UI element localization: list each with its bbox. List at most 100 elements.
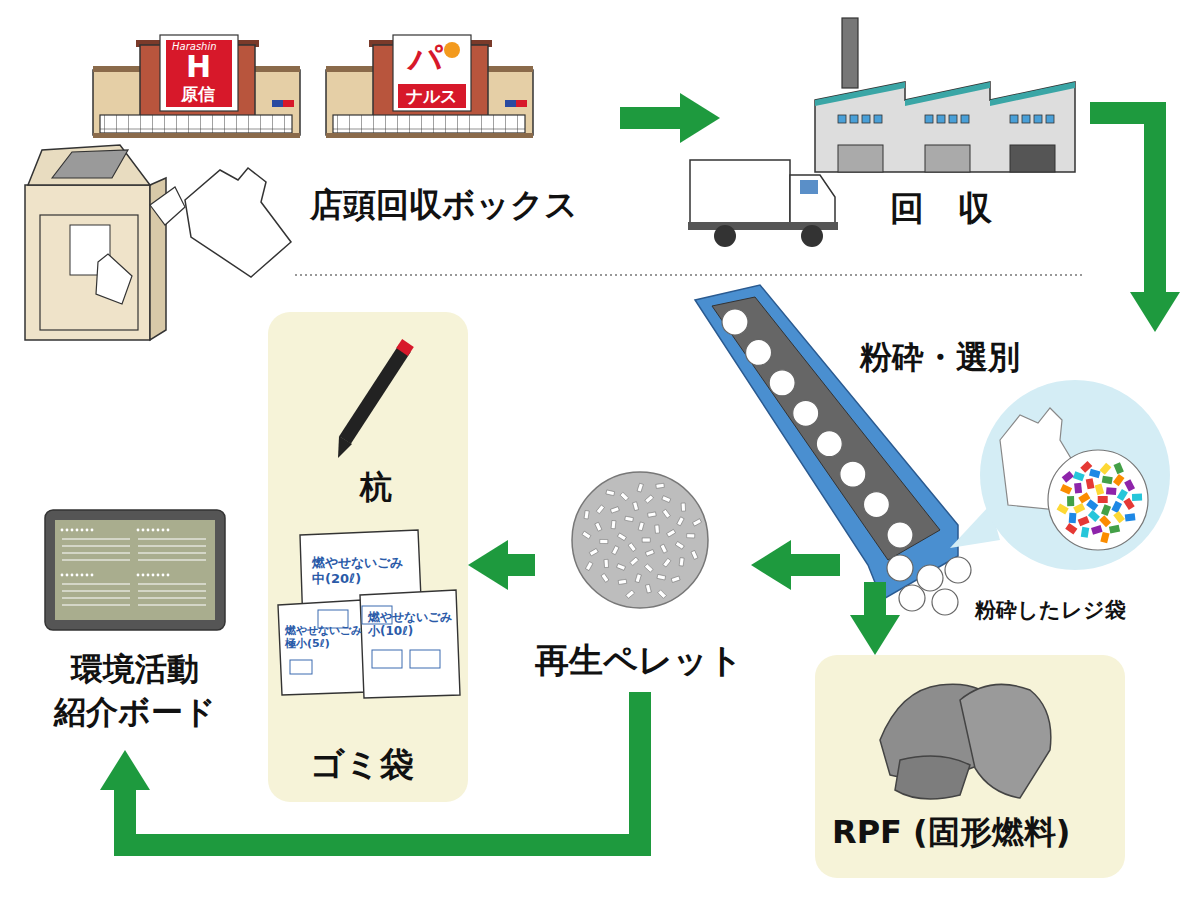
factory: [925, 115, 933, 123]
flow-arrow: [864, 582, 886, 617]
conveyor: [816, 431, 842, 457]
info-board: [61, 574, 64, 577]
stage-box: 店頭回収ボックス: [20, 30, 620, 348]
factory: [838, 115, 846, 123]
pellet-pile: [638, 522, 644, 531]
store-building: [398, 84, 466, 108]
flow-arrow: [506, 554, 535, 576]
pellet-pile: [667, 529, 676, 537]
factory: [874, 115, 882, 123]
pellet-pile: [625, 516, 634, 521]
callout-bubble: [1088, 510, 1100, 522]
truck: [800, 180, 818, 194]
callout-bubble: [1074, 483, 1082, 494]
pellet-pile: [582, 483, 701, 598]
node-label: 杭: [360, 468, 392, 506]
info-board: [62, 552, 130, 553]
stake: [338, 436, 352, 458]
conveyor: [887, 555, 913, 581]
pellet-pile: [572, 472, 708, 608]
pellet-pile: [663, 558, 671, 567]
info-board: [91, 529, 94, 532]
callout-bubble: [1086, 478, 1095, 489]
info-board: [66, 529, 69, 532]
garbage-bag: [278, 600, 368, 695]
info-board: [55, 520, 215, 620]
flow-arrow: [789, 554, 840, 576]
info-board: [142, 574, 145, 577]
callout-bubble: [1113, 474, 1125, 486]
pellet-pile: [611, 520, 616, 528]
garbage-bag: [372, 650, 402, 668]
conveyor: [722, 309, 748, 335]
factory: [949, 115, 957, 123]
garbage-bag: [290, 660, 312, 674]
callout-bubble: [1132, 494, 1142, 501]
callout-bubble: [1113, 511, 1125, 523]
pellet-pile: [662, 509, 670, 518]
pellet-pile: [606, 490, 615, 496]
pellet-pile: [626, 590, 635, 598]
factory: [842, 18, 858, 88]
collection-box: [52, 150, 128, 178]
conveyor: [695, 285, 971, 615]
panel-fill: [815, 655, 1125, 878]
callout-bubble: [1065, 523, 1077, 534]
stake: [345, 348, 405, 440]
callout-bubble: [1101, 504, 1111, 516]
factory: [838, 115, 1054, 123]
pellet-pile: [645, 495, 654, 503]
collection-box: [25, 185, 150, 340]
info-board: [138, 538, 206, 539]
pellet-pile: [658, 590, 666, 598]
info-board: [81, 574, 84, 577]
pellet-pile: [600, 539, 608, 543]
pellet-pile: [693, 519, 702, 526]
pellet-pile: [691, 550, 698, 559]
conveyor: [945, 557, 971, 583]
store-building: [393, 35, 471, 111]
conveyor: [769, 370, 795, 396]
pellet-pile: [675, 541, 684, 549]
store-building: [93, 40, 300, 138]
info-board: [162, 574, 165, 577]
info-board: [62, 559, 130, 560]
pellet-pile: [618, 579, 627, 584]
factory: [1022, 115, 1030, 123]
callout-bubble: [1080, 461, 1092, 473]
info-board: [71, 574, 74, 577]
pellet-pile: [657, 574, 666, 580]
pellet-pile: [595, 522, 602, 531]
callout-bubble: [1078, 492, 1090, 503]
collection-box: [28, 145, 150, 185]
pellet-pile: [687, 534, 695, 538]
rpf-fuel: [960, 684, 1051, 798]
pellet-pile: [633, 502, 639, 511]
info-board: [62, 583, 130, 584]
pellet-pile: [642, 538, 650, 542]
stage-box: 再生ペレット: [535, 492, 751, 692]
callout-bubble: [1114, 462, 1124, 474]
pellet-pile: [572, 472, 708, 608]
pellet-pile: [679, 558, 684, 566]
callout-bubble: [1100, 463, 1112, 475]
node-label: 店頭回収ボックス: [310, 185, 578, 225]
info-board: [137, 574, 140, 577]
conveyor: [887, 522, 913, 548]
collection-box: [185, 168, 291, 277]
truck: [801, 225, 823, 247]
callout-caption: 粉砕したレジ袋: [975, 598, 1126, 623]
info-board: [157, 529, 160, 532]
stake: [402, 343, 408, 352]
garbage-bag: [410, 650, 440, 668]
pellet-pile: [589, 548, 598, 555]
factory: [925, 145, 970, 172]
store-building: [93, 35, 300, 138]
node-label: 粉砕・選別: [860, 338, 1020, 376]
callout-bubble: [1057, 461, 1143, 543]
truck: [790, 175, 835, 225]
store-name: 原信: [181, 84, 215, 104]
factory: [815, 18, 1075, 172]
